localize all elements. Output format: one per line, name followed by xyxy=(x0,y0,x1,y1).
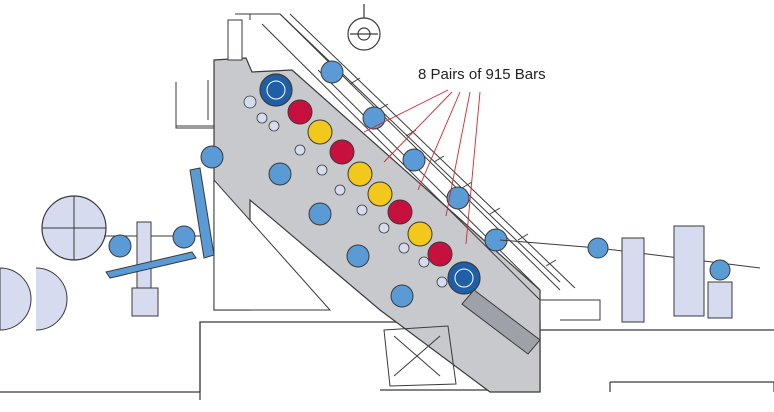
hook-icon xyxy=(347,4,381,51)
print-cylinder-bottom xyxy=(447,261,481,295)
unwind-reel-large xyxy=(41,195,107,261)
floor-lines xyxy=(0,321,774,400)
idler-rollers xyxy=(243,95,448,288)
drive-motor xyxy=(461,289,541,355)
outfeed-rollers xyxy=(587,225,733,323)
ladder-rungs xyxy=(349,77,557,267)
frame-lower-triangle xyxy=(213,178,332,311)
print-cylinder-top xyxy=(259,73,293,107)
outfeed-web xyxy=(499,239,761,321)
splicer-unit xyxy=(105,221,197,317)
light-blue-rollers xyxy=(268,60,508,308)
bottom-hopper xyxy=(383,325,457,387)
unwind-reel-lower xyxy=(0,267,68,331)
bar-pair-rollers xyxy=(287,99,453,267)
callout-label: 8 Pairs of 915 Bars xyxy=(418,66,546,83)
guide-column xyxy=(189,145,224,259)
callout-lines xyxy=(363,89,481,245)
